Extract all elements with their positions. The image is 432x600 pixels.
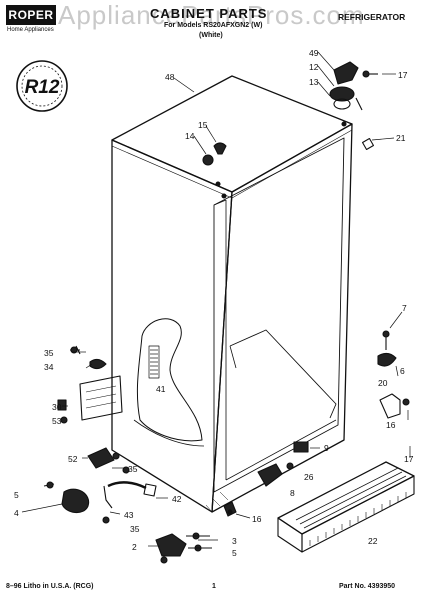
print-info: 8–96 Litho in U.S.A. (RCG) — [6, 583, 94, 590]
callout-30: 30 — [52, 402, 62, 412]
callout-6: 6 — [400, 366, 405, 376]
callout-48: 48 — [165, 72, 175, 82]
callout-41: 41 — [156, 384, 166, 394]
callout-43: 43 — [124, 510, 134, 520]
leader-lines — [21, 51, 411, 547]
callout-4: 4 — [14, 508, 19, 518]
callout-13: 13 — [309, 77, 319, 87]
callout-16b: 16 — [252, 514, 262, 524]
callout-35: 35 — [44, 348, 54, 358]
right-small-parts — [223, 330, 410, 517]
watermark: AppliancePartsPros.com — [58, 0, 365, 30]
callout-9: 9 — [324, 443, 329, 453]
callout-5: 5 — [14, 490, 19, 500]
callout-17: 17 — [398, 70, 408, 80]
page-title: CABINET PARTS — [150, 6, 268, 21]
callout-7: 7 — [402, 303, 407, 313]
cabinet-shell — [111, 75, 353, 513]
callout-16: 16 — [386, 420, 396, 430]
r12-badge: R12 — [16, 60, 68, 112]
callout-15: 15 — [198, 120, 208, 130]
model-line: For Models RS20AFXGN2 (W) — [164, 22, 263, 29]
part-number: Part No. 4393950 — [339, 583, 396, 590]
lower-left-parts — [43, 447, 157, 524]
hinge-assembly — [329, 61, 378, 151]
callout-12: 12 — [309, 62, 319, 72]
callout-53: 53 — [52, 416, 62, 426]
appliance-category: REFRIGERATOR — [338, 12, 406, 22]
color-line: (White) — [199, 32, 223, 39]
callout-numbers: 49 12 17 48 13 21 14 15 7 35 34 41 6 30 … — [14, 48, 414, 558]
callout-26: 26 — [304, 472, 314, 482]
callout-8: 8 — [290, 488, 295, 498]
brand-logo: ROPER — [6, 5, 56, 25]
callout-22: 22 — [368, 536, 378, 546]
callout-3: 3 — [232, 536, 237, 546]
callout-14: 14 — [185, 131, 195, 141]
page-number: 1 — [212, 583, 216, 590]
callout-21: 21 — [396, 133, 406, 143]
callout-5b: 5 — [232, 548, 237, 558]
left-hardware — [57, 345, 123, 424]
callout-2: 2 — [132, 542, 137, 552]
kick-plate-grille — [277, 461, 415, 553]
callout-34: 34 — [44, 362, 54, 372]
callout-17b: 17 — [404, 454, 414, 464]
callout-35c: 35 — [130, 524, 140, 534]
bottom-center-parts — [155, 532, 212, 564]
callout-52: 52 — [68, 454, 78, 464]
callout-49: 49 — [309, 48, 319, 58]
top-plugs — [202, 142, 227, 199]
brand-tagline: Home Appliances — [7, 27, 54, 33]
callout-35b: 35 — [128, 464, 138, 474]
brand-name: ROPER — [8, 8, 54, 22]
callout-42: 42 — [172, 494, 182, 504]
r12-badge-text: R12 — [25, 77, 60, 98]
callout-20: 20 — [378, 378, 388, 388]
